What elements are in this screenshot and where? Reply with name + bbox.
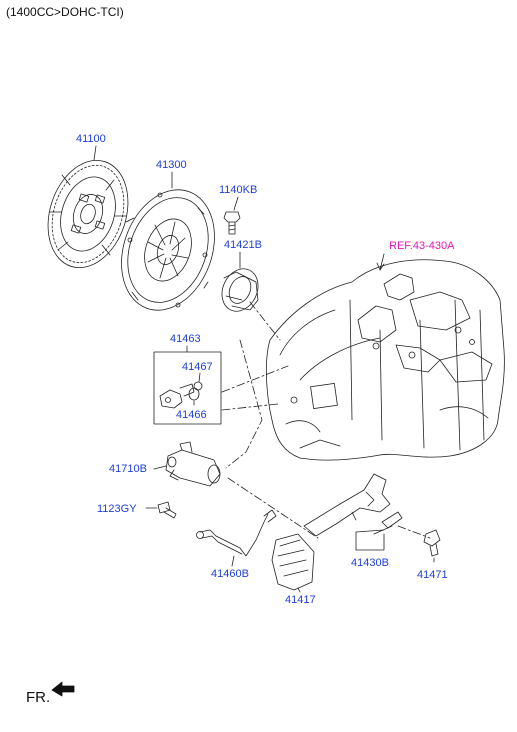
reference-arrow	[376, 262, 385, 271]
bleeder-parts-drawing	[159, 381, 203, 409]
leader-41100	[93, 145, 97, 161]
part-label-1123GY[interactable]: 1123GY	[97, 503, 137, 515]
release-cylinder-drawing	[165, 441, 221, 487]
assembly-lines	[221, 301, 431, 539]
dust-boot-drawing	[271, 533, 315, 591]
fork-pivot-drawing	[423, 529, 441, 557]
part-label-41710B[interactable]: 41710B	[109, 463, 147, 475]
leader-41710B	[153, 465, 167, 470]
part-label-41421B[interactable]: 41421B	[224, 239, 262, 251]
clutch-cover-drawing	[121, 189, 215, 311]
clutch-disc-drawing	[47, 159, 129, 269]
leader-1140KB	[233, 196, 239, 211]
reference-leader	[379, 253, 385, 271]
clutch-tube-drawing	[196, 509, 277, 557]
part-label-41463[interactable]: 41463	[170, 333, 201, 345]
part-label-41300[interactable]: 41300	[156, 159, 187, 171]
reference-label[interactable]: REF.43-430A	[389, 240, 455, 252]
front-direction-label: FR.	[26, 689, 51, 706]
cover-bolt-drawing	[223, 211, 241, 235]
part-label-41471[interactable]: 41471	[417, 569, 448, 581]
part-label-41466[interactable]: 41466	[176, 409, 207, 421]
front-direction-arrow-icon	[51, 681, 75, 697]
part-label-1140KB[interactable]: 1140KB	[219, 184, 258, 196]
engine-spec-caption: (1400CC>DOHC-TCI)	[6, 5, 124, 19]
transmission-housing	[265, 259, 505, 461]
leader-41417	[297, 587, 301, 593]
part-label-41467[interactable]: 41467	[182, 361, 213, 373]
release-bearing-drawing	[221, 268, 259, 312]
leader-41430B	[355, 529, 385, 551]
cylinder-bolt-drawing	[157, 501, 177, 519]
leader-41460B	[231, 555, 235, 567]
leader-41467	[198, 372, 201, 383]
part-label-41460B[interactable]: 41460B	[211, 568, 249, 580]
part-label-41100[interactable]: 41100	[76, 133, 106, 145]
part-label-41430B[interactable]: 41430B	[351, 557, 389, 569]
bleeder-kit-box	[153, 351, 222, 425]
part-label-41417[interactable]: 41417	[285, 594, 316, 606]
release-fork-drawing	[303, 473, 403, 537]
